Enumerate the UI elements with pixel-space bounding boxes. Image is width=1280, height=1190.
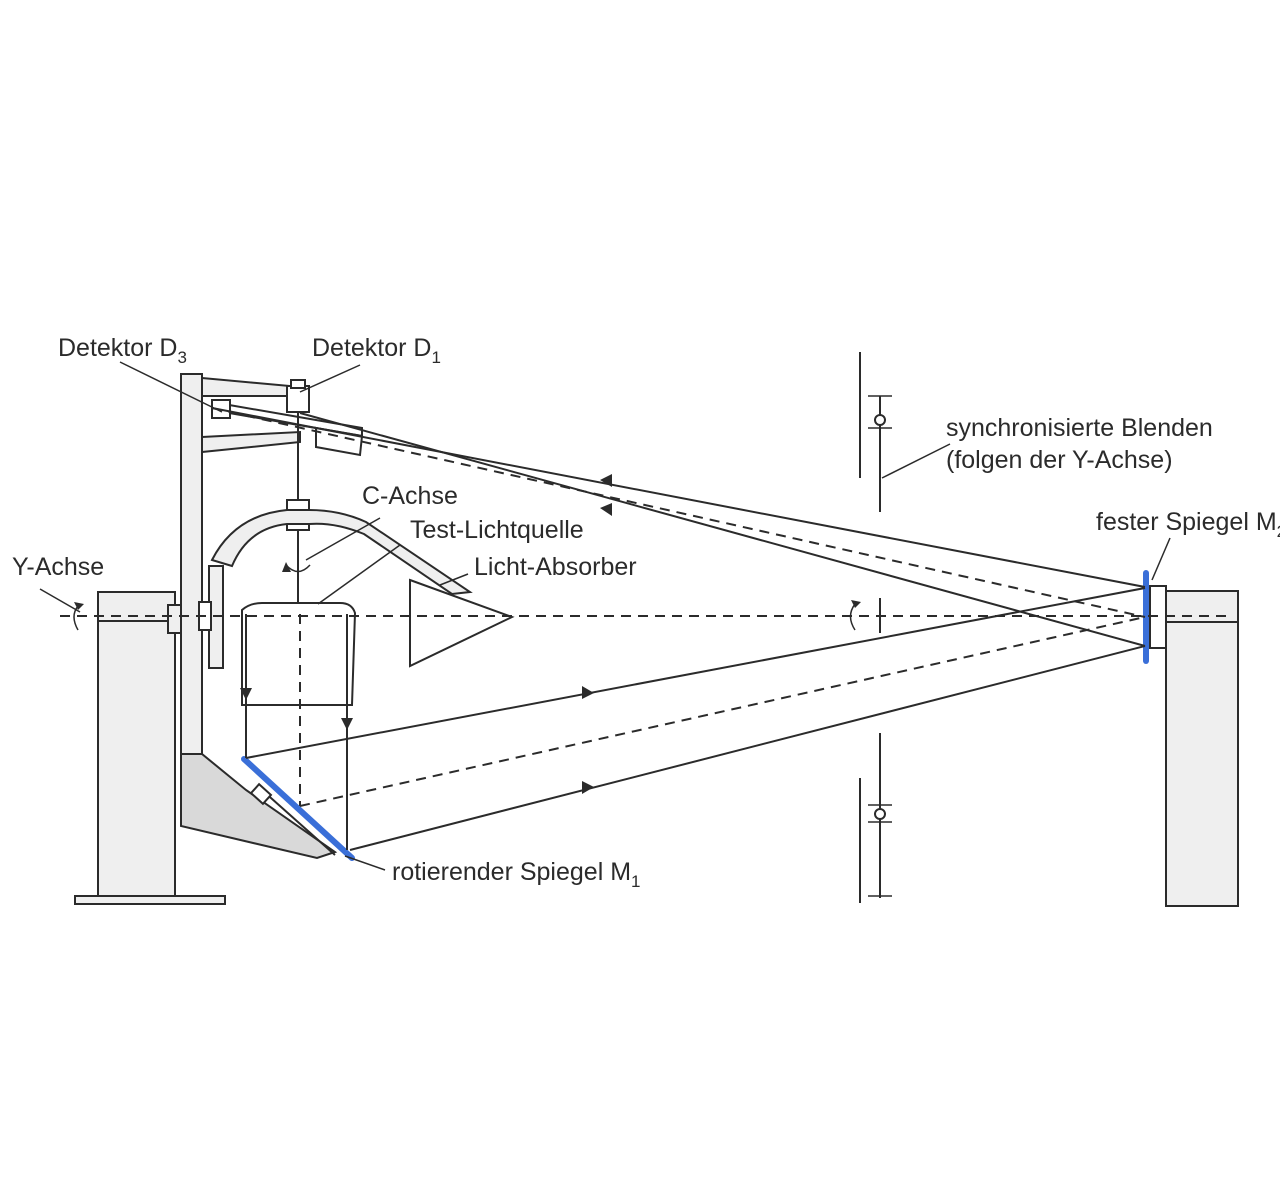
label-y-axis: Y-Achse <box>12 553 104 581</box>
synchronized-apertures <box>859 352 892 903</box>
rotating-arm-frame <box>180 373 338 860</box>
label-fixed-mirror: fester Spiegel M2 <box>1096 508 1280 541</box>
rotation-symbols <box>73 600 861 631</box>
label-rotating-mirror: rotierender Spiegel M1 <box>392 858 640 891</box>
leader-lines <box>39 361 1171 871</box>
label-synchronized-apertures-2: (folgen der Y-Achse) <box>946 446 1173 474</box>
rotating-mirror-m1 <box>241 756 355 861</box>
left-pedestal <box>74 591 226 905</box>
label-detector-d1: Detektor D1 <box>312 334 441 367</box>
label-synchronized-apertures-1: synchronisierte Blenden <box>946 414 1213 442</box>
beam-paths <box>211 407 1146 851</box>
right-pedestal <box>1143 570 1239 907</box>
light-absorber <box>409 578 515 668</box>
label-detector-d3: Detektor D3 <box>58 334 187 367</box>
lamp-carrier <box>210 509 473 706</box>
label-c-axis: C-Achse <box>362 482 458 510</box>
label-light-absorber: Licht-Absorber <box>474 553 637 581</box>
label-test-light-source: Test-Lichtquelle <box>410 516 584 544</box>
